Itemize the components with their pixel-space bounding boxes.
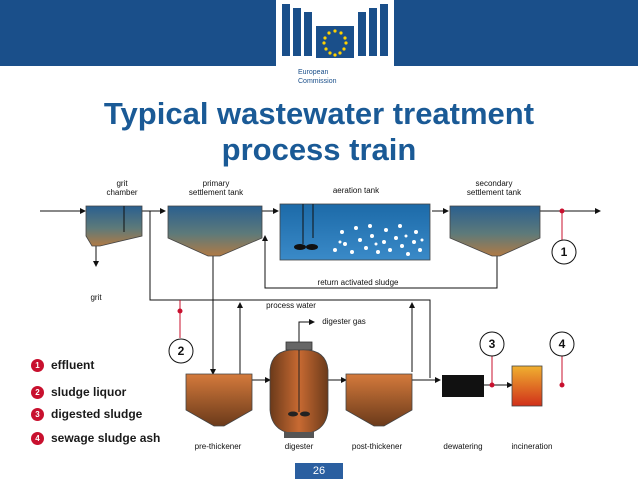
page-title-line2: process train	[221, 132, 417, 167]
legend-text: sludge liquor	[51, 385, 127, 399]
legend-badge: 2	[31, 385, 44, 399]
marker-4	[549, 331, 575, 357]
legend-item-effluent: 1 effluent	[31, 357, 94, 373]
label-grit-chamber-line2: chamber	[106, 188, 138, 197]
primary-settlement-tank	[167, 205, 263, 257]
label-secondary-line1: secondary	[475, 179, 513, 188]
label-digester: digester	[284, 442, 314, 451]
label-secondary-line2: settlement tank	[466, 188, 522, 197]
label-primary-line1: primary	[202, 179, 230, 188]
dewatering-unit	[442, 375, 484, 397]
legend-text: sewage sludge ash	[51, 431, 161, 445]
label-grit-chamber: grit chamber	[96, 179, 148, 197]
secondary-settlement-tank	[449, 205, 541, 257]
logo-line2: Commission	[298, 78, 337, 85]
label-post-thickener: post-thickener	[351, 442, 403, 451]
label-return-sludge: return activated sludge	[317, 278, 399, 287]
label-aeration-tank: aeration tank	[332, 186, 380, 195]
eu-commission-emblem: European Commission	[282, 4, 388, 85]
incinerator	[511, 365, 543, 407]
logo-line1: European	[298, 69, 328, 76]
marker-3	[479, 331, 505, 357]
legend-item-sludge-liquor: 2 sludge liquor	[31, 384, 126, 400]
legend-badge: 3	[31, 407, 44, 421]
marker-2	[168, 338, 194, 364]
label-primary-tank: primary settlement tank	[180, 179, 252, 197]
label-pre-thickener: pre-thickener	[194, 442, 242, 451]
label-dewatering: dewatering	[443, 442, 483, 451]
label-grit-chamber-line1: grit	[116, 179, 128, 188]
marker-4-label: 4	[559, 337, 566, 351]
marker-3-label: 3	[489, 337, 496, 351]
marker-1	[551, 239, 577, 265]
legend-badge: 4	[31, 431, 44, 445]
legend-text: effluent	[51, 358, 95, 372]
label-process-water: process water	[266, 301, 316, 310]
legend-item-sewage-sludge-ash: 4 sewage sludge ash	[31, 430, 160, 446]
legend-item-digested-sludge: 3 digested sludge	[31, 406, 142, 422]
page-title-line1: Typical wastewater treatment	[103, 96, 535, 131]
label-grit: grit	[90, 293, 102, 302]
label-incineration: incineration	[511, 442, 553, 451]
marker-1-label: 1	[561, 245, 568, 259]
post-thickener	[345, 373, 413, 427]
legend-badge: 1	[31, 358, 44, 372]
legend-text: digested sludge	[51, 407, 143, 421]
pre-thickener	[185, 373, 253, 427]
label-primary-line2: settlement tank	[188, 188, 244, 197]
marker-2-label: 2	[178, 344, 185, 358]
page-number: 26	[295, 463, 343, 479]
label-digester-gas: digester gas	[322, 317, 366, 326]
eu-logo: European Commission	[276, 0, 394, 92]
aeration-tank	[279, 203, 431, 261]
grit-chamber	[85, 205, 143, 247]
label-secondary-tank: secondary settlement tank	[455, 179, 533, 197]
